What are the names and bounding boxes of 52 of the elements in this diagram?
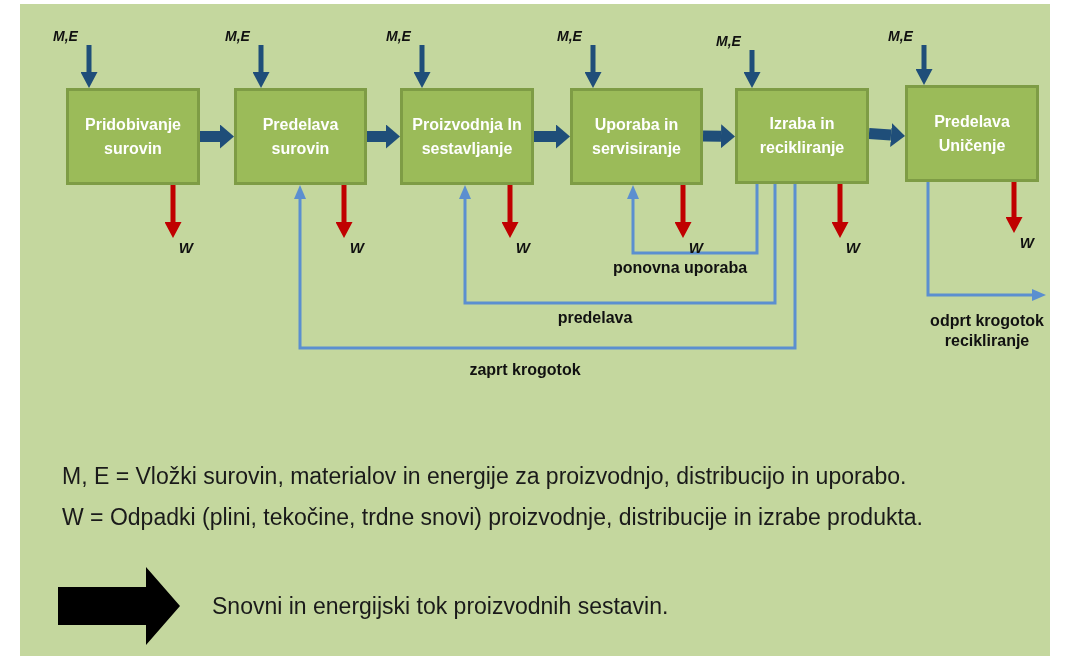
input-label: M,E xyxy=(888,28,913,44)
input-label: M,E xyxy=(386,28,411,44)
process-label: Uporaba in servisiranje xyxy=(591,114,682,159)
process-label: Proizvodnja In sestavljanje xyxy=(411,114,523,159)
arrow xyxy=(164,185,182,238)
arrow xyxy=(335,185,353,238)
arrow xyxy=(534,124,570,149)
arrow xyxy=(743,50,761,88)
waste-label: W xyxy=(178,239,193,256)
arrow xyxy=(413,45,431,88)
arrow xyxy=(674,185,692,238)
arrow xyxy=(702,124,735,149)
arrow xyxy=(501,185,519,238)
process-box xyxy=(905,85,1039,182)
waste-label: W xyxy=(688,239,703,256)
waste-label: W xyxy=(1019,234,1034,251)
process-label: Izraba in recikliranje xyxy=(758,114,846,158)
arrow xyxy=(80,45,98,88)
arrow xyxy=(584,45,602,88)
input-label: M,E xyxy=(53,28,78,44)
process-label: Pridobivanje surovin xyxy=(84,114,182,159)
input-label: M,E xyxy=(557,28,582,44)
edge-label: odprt krogotok recikliranje xyxy=(929,311,1045,351)
arrow xyxy=(915,45,933,85)
arrow xyxy=(294,184,797,350)
edge-label: ponovna uporaba xyxy=(611,258,749,278)
waste-label: W xyxy=(515,239,530,256)
process-box xyxy=(735,88,869,184)
process-box xyxy=(234,88,367,185)
note-text: W = Odpadki (plini, tekočine, trdne snovi) proizvodnje, distribucije in izrabe produkta. xyxy=(62,504,923,531)
arrow xyxy=(459,184,777,305)
arrow xyxy=(831,184,849,238)
note-text: M, E = Vložki surovin, materialov in energije za proizvodnjo, distribucijo in uporabo. xyxy=(62,463,907,490)
arrow xyxy=(200,124,234,149)
arrow xyxy=(1005,182,1023,233)
process-box xyxy=(400,88,534,185)
process-label: Predelava surovin xyxy=(261,114,340,159)
waste-label: W xyxy=(349,239,364,256)
input-label: M,E xyxy=(716,33,741,49)
input-label: M,E xyxy=(225,28,250,44)
legend-text: Snovni in energijski tok proizvodnih sestavin. xyxy=(212,593,669,620)
waste-label: W xyxy=(845,239,860,256)
process-box xyxy=(570,88,703,185)
arrow xyxy=(926,182,1046,301)
arrow xyxy=(252,45,270,88)
process-label: Predelava Uničenje xyxy=(933,111,1011,156)
arrow xyxy=(627,184,759,255)
process-box xyxy=(66,88,200,185)
edge-label: predelava xyxy=(556,308,634,328)
arrow xyxy=(367,124,400,149)
arrow xyxy=(868,123,905,147)
edge-label: zaprt krogotok xyxy=(468,360,582,380)
